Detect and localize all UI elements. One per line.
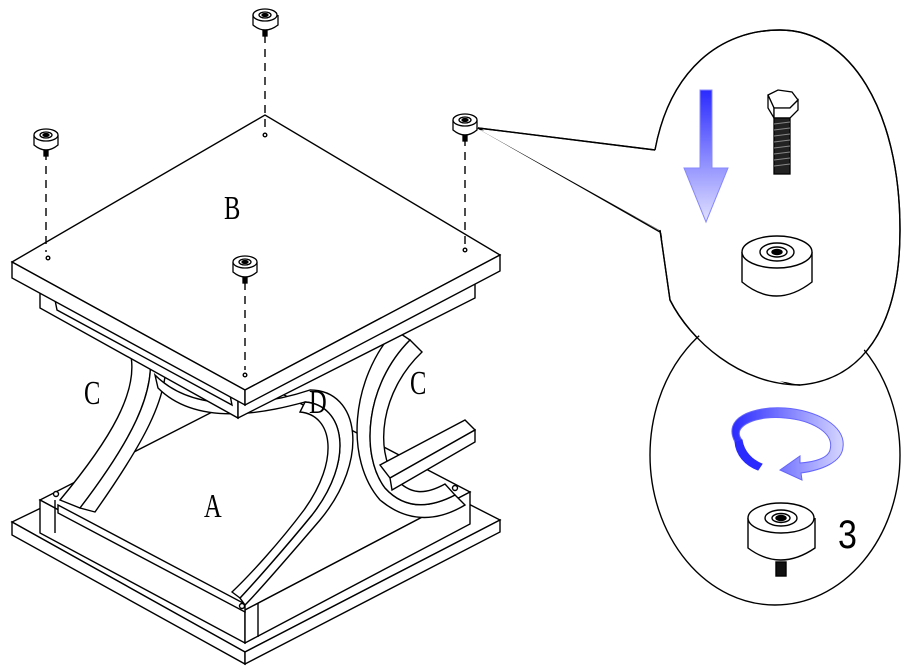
floor-glide-large-icon [741, 235, 813, 297]
arrow-down-icon [683, 89, 729, 224]
rotate-clockwise-icon [731, 407, 844, 481]
label-top-panel: B [224, 190, 241, 227]
guide-lines [45, 35, 466, 370]
floor-glide-icon [33, 8, 478, 284]
floor-glide-installed-icon [747, 502, 816, 577]
label-middle-leg: D [309, 384, 327, 421]
top-panel [10, 114, 502, 407]
right-leg [356, 329, 477, 519]
label-left-leg: C [84, 375, 101, 412]
hex-bolt-icon [767, 89, 799, 175]
middle-leg [153, 372, 354, 607]
label-right-leg: C [410, 365, 427, 402]
step-number: 3 [838, 513, 857, 557]
label-base-panel: A [204, 488, 222, 525]
